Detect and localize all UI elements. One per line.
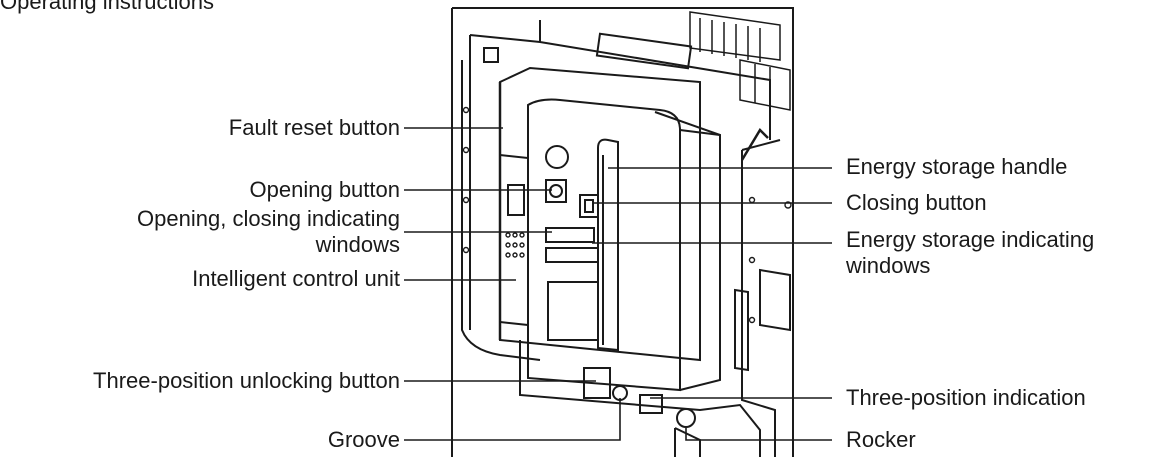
handle-channel <box>597 138 619 352</box>
indication-window-shape <box>639 394 663 414</box>
front-cover <box>527 98 681 392</box>
label-closing-button: Closing button <box>846 190 987 215</box>
leader-groove <box>404 398 621 441</box>
cover-circle <box>545 145 569 169</box>
label-unlocking-button: Three-position unlocking button <box>93 368 400 393</box>
indicator-window-2 <box>545 247 599 263</box>
rocker-shape <box>676 408 696 428</box>
controller-display <box>507 184 525 216</box>
side-block <box>679 129 721 391</box>
left-side-frame <box>461 60 541 361</box>
label-rocker: Rocker <box>846 427 916 452</box>
terminal-blocks <box>689 11 791 111</box>
label-fault-reset: Fault reset button <box>228 115 400 140</box>
groove-shape <box>612 385 628 401</box>
label-storage-windows-line1: Energy storage indicating <box>846 227 1095 252</box>
leader-rocker <box>685 428 832 441</box>
closing-button-shape <box>579 194 599 218</box>
opening-button-shape <box>545 179 567 203</box>
label-position-indication: Three-position indication <box>846 385 1086 410</box>
page-heading: Operating instructions <box>0 0 214 14</box>
cover-lower-window <box>547 281 599 341</box>
label-control-unit: Intelligent control unit <box>192 266 400 291</box>
unlock-button-shape <box>583 367 611 399</box>
label-storage-windows-line2: windows <box>846 253 931 278</box>
indicator-window-1 <box>545 227 595 243</box>
label-indicating-windows-line1: Opening, closing indicating <box>137 206 400 231</box>
top-slot <box>595 32 693 70</box>
controller-keys <box>505 232 525 258</box>
label-indicating-windows-line2: windows <box>315 232 400 257</box>
label-opening-button: Opening button <box>249 177 400 202</box>
label-groove: Groove <box>327 427 400 452</box>
n-badge <box>483 47 499 63</box>
label-storage-handle: Energy storage handle <box>846 154 1068 179</box>
controller-body <box>499 153 529 327</box>
rear-panel <box>469 20 771 330</box>
lower-chassis <box>519 340 761 457</box>
